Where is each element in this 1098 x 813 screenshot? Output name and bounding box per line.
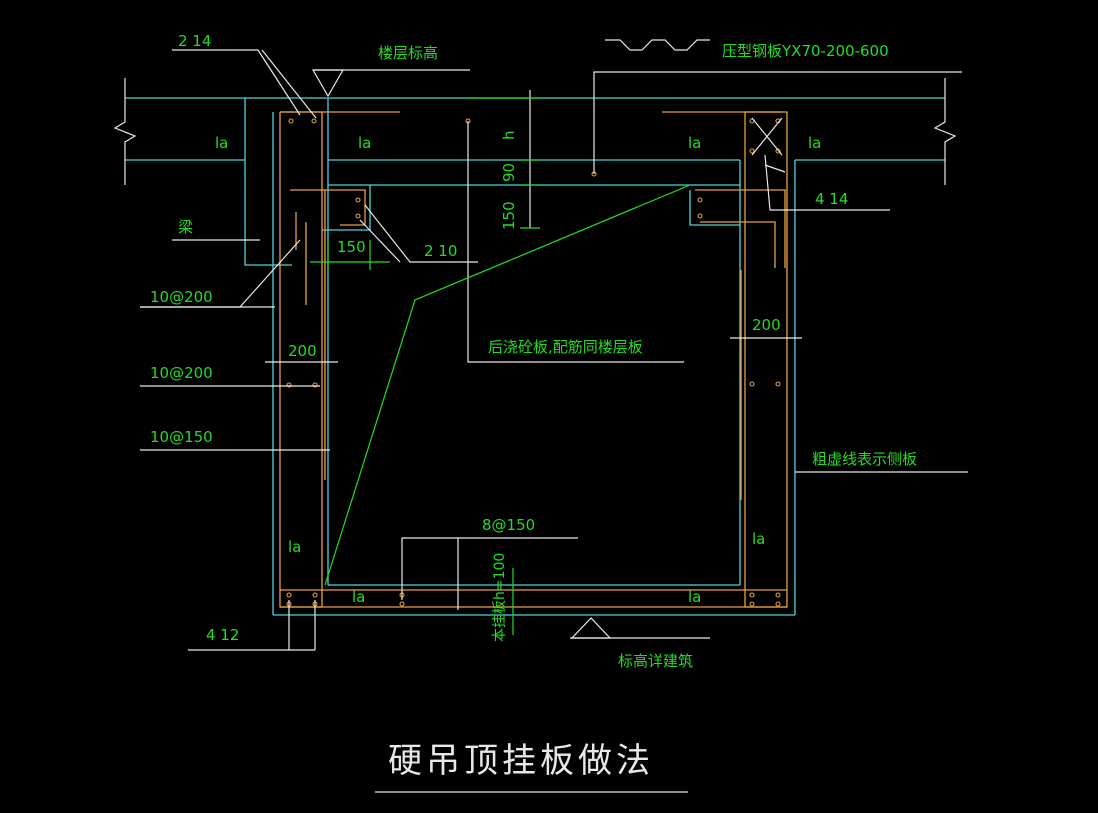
rebar — [279, 111, 788, 608]
leaders — [140, 39, 968, 651]
label-4-12: 4 12 — [206, 626, 239, 644]
label-150-vertical: 150 — [500, 201, 518, 230]
label-10-150: 10@150 — [150, 428, 213, 446]
rebar-dots — [286, 118, 781, 607]
label-2-14: 2 14 — [178, 32, 211, 50]
label-150-horizontal: 150 — [337, 238, 366, 256]
label-la: la — [352, 588, 365, 606]
label-la: la — [288, 538, 301, 556]
label-la: la — [752, 530, 765, 548]
label-200-left: 200 — [288, 342, 317, 360]
label-bottom-h: 本挂板h=100 — [492, 553, 508, 642]
label-90: 90 — [500, 163, 518, 182]
label-8-150: 8@150 — [482, 516, 535, 534]
annotations: 2 14 楼层标高 压型钢板YX70-200-600 la la la la h… — [150, 32, 917, 793]
label-la: la — [215, 134, 228, 152]
label-h: h — [500, 130, 518, 140]
label-later-slab: 后浇砼板,配筋同楼层板 — [488, 338, 643, 356]
label-la: la — [688, 588, 701, 606]
label-10-200-a: 10@200 — [150, 288, 213, 306]
label-la: la — [358, 134, 371, 152]
label-dashed-note: 粗虚线表示侧板 — [812, 450, 917, 468]
label-elevation-arch: 标高详建筑 — [618, 652, 693, 670]
label-la: la — [808, 134, 821, 152]
label-la: la — [688, 134, 701, 152]
drawing-title: 硬吊顶挂板做法 — [388, 741, 654, 781]
label-2-10: 2 10 — [424, 242, 457, 260]
label-10-200-b: 10@200 — [150, 364, 213, 382]
label-4-14: 4 14 — [815, 190, 848, 208]
label-beam: 梁 — [178, 218, 193, 236]
label-200-right: 200 — [752, 316, 781, 334]
label-steel-deck: 压型钢板YX70-200-600 — [722, 42, 889, 60]
label-floor-elevation: 楼层标高 — [378, 44, 438, 62]
